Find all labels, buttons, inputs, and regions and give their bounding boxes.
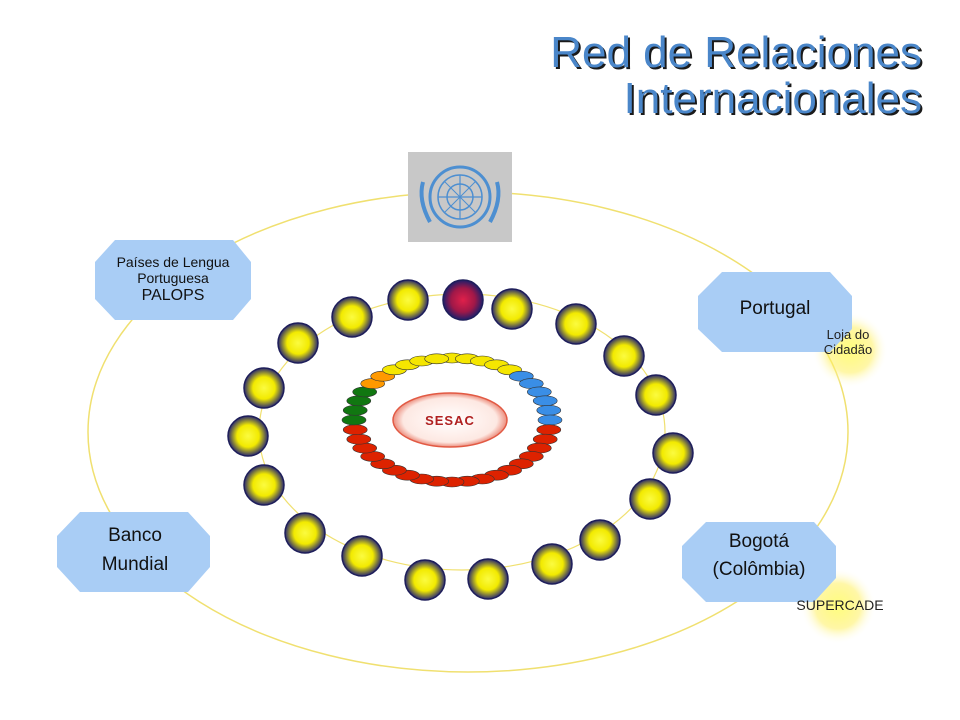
bogota-node (682, 522, 836, 602)
member-ball (387, 279, 429, 321)
member-ball (277, 322, 319, 364)
ring-segment (526, 386, 552, 398)
member-ball (467, 558, 509, 600)
sesac-center: SESAC (392, 392, 508, 448)
bogota-line-2: (Colômbia) (712, 559, 806, 580)
banco-node (57, 512, 210, 592)
member-ball (243, 464, 285, 506)
member-ball (629, 478, 671, 520)
highlight-member-ball (442, 279, 484, 321)
ring-segment (424, 353, 450, 365)
member-ball (341, 535, 383, 577)
ring-segment (536, 404, 562, 416)
inner-ring (341, 352, 563, 488)
ring-segment (532, 433, 558, 445)
ring-segment (536, 424, 562, 436)
banco-label: Banco Mundial (60, 521, 210, 579)
member-ball (603, 335, 645, 377)
loja-label: Loja do Cidadão (800, 327, 896, 357)
ring-segment (532, 395, 558, 407)
member-ball (555, 303, 597, 345)
member-ball (491, 288, 533, 330)
ring-segment (342, 424, 368, 436)
loja-line-2: Cidadão (823, 342, 873, 357)
sesac-label: SESAC (425, 413, 475, 428)
bogota-line-1: Bogotá (728, 531, 790, 552)
palops-line-2: Portuguesa (137, 270, 209, 286)
palops-label: Países de Lengua Portuguesa PALOPS (90, 254, 256, 305)
page-title: Red de Relaciones Internacionales (550, 30, 922, 122)
member-ball (284, 512, 326, 554)
un-emblem-icon (408, 152, 512, 242)
ring-segment (346, 395, 372, 407)
member-ball (579, 519, 621, 561)
title-line-2: Internacionales (623, 74, 922, 123)
member-ball (331, 296, 373, 338)
supercade-label: SUPERCADE (796, 597, 884, 613)
ring-segment (341, 414, 367, 426)
member-ball (227, 415, 269, 457)
ring-segment (537, 414, 563, 426)
portugal-label: Portugal (739, 298, 811, 319)
member-balls (227, 279, 694, 601)
ring-segment (346, 433, 372, 445)
bogota-label: Bogotá (Colômbia) (682, 528, 836, 584)
banco-line-2: Mundial (101, 554, 169, 575)
banco-line-1: Banco (108, 525, 162, 546)
member-ball (652, 432, 694, 474)
portugal-node (698, 272, 852, 352)
member-ball (404, 559, 446, 601)
ring-segment (352, 442, 378, 454)
palops-line-1: Países de Lengua (116, 254, 230, 270)
member-ball (531, 543, 573, 585)
ring-segment (342, 404, 368, 416)
title-line-1: Red de Relaciones (550, 28, 922, 77)
loja-line-1: Loja do (826, 327, 870, 342)
palops-node (95, 240, 251, 320)
member-ball (635, 374, 677, 416)
member-ball (243, 367, 285, 409)
palops-line-3: PALOPS (141, 287, 205, 304)
